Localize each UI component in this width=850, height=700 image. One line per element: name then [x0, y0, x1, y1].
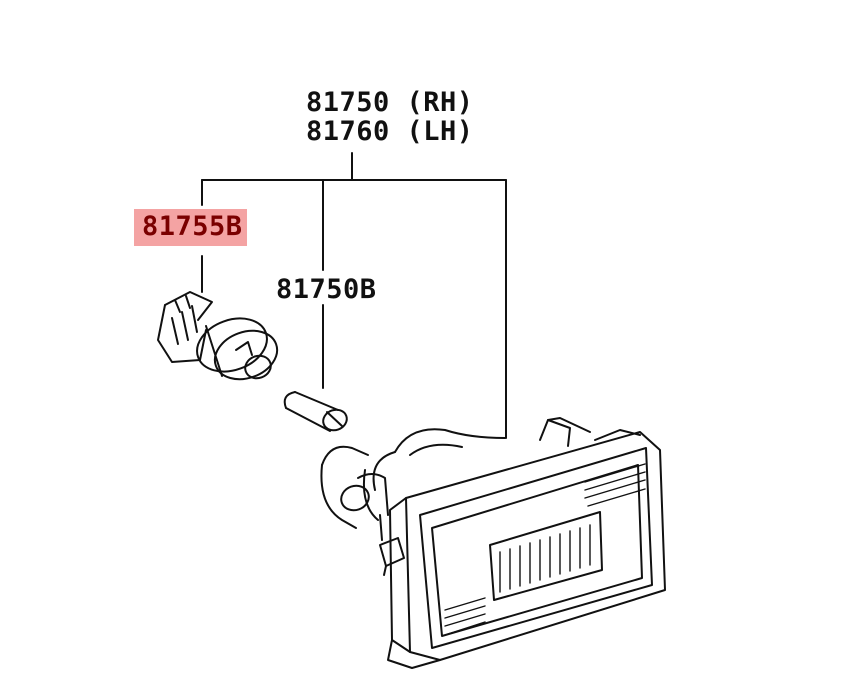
assembly-rh-label: 81750 (RH): [306, 87, 474, 118]
assembly-lh-label: 81760 (LH): [306, 116, 474, 147]
bulb-part-label: 81750B: [276, 274, 377, 305]
bulb-socket-drawing: [157, 291, 279, 381]
bulb-drawing: [283, 391, 348, 432]
lens-hatching: [444, 463, 646, 635]
socket-part-label-highlighted[interactable]: 81755B: [134, 209, 247, 246]
leader-lines: [201, 152, 507, 439]
lamp-assembly-drawing: [320, 417, 666, 669]
